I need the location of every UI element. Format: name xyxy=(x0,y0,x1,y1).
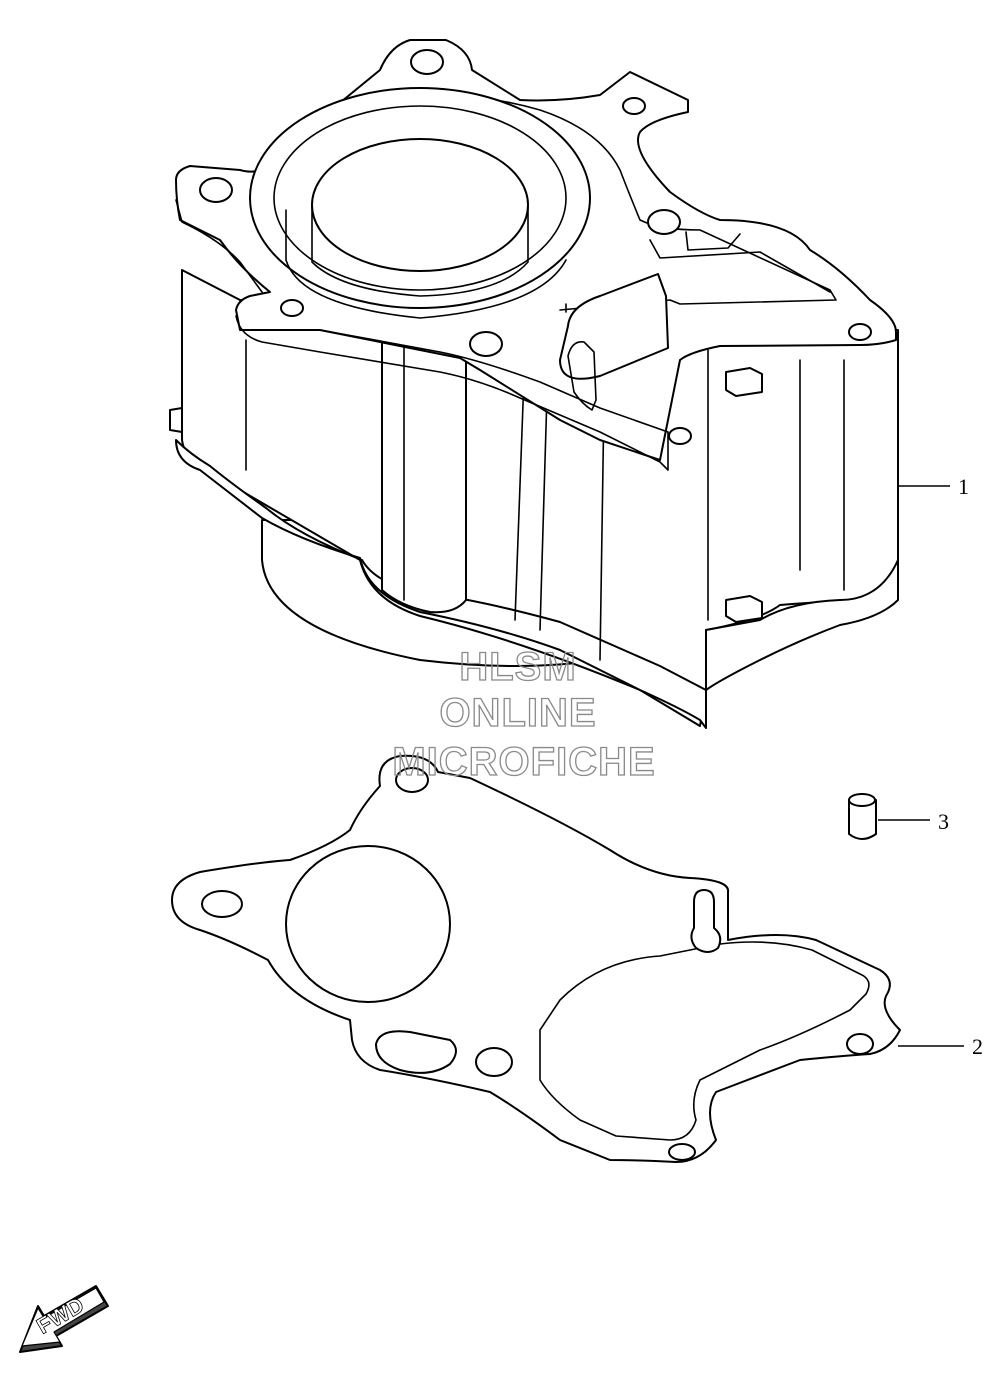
cylinder-bore-inner xyxy=(311,138,529,272)
cylinder-tab-upper xyxy=(725,367,763,397)
cylinder-bolt-hole-2 xyxy=(622,97,646,115)
watermark-line-1: HLSM xyxy=(459,645,576,689)
callout-3: 3 xyxy=(878,809,949,834)
callout-2: 2 xyxy=(898,1034,983,1059)
cylinder-rib-right xyxy=(599,399,605,661)
cylinder-bore-liner-lower xyxy=(285,209,567,319)
cylinder-water-jacket xyxy=(565,239,831,313)
cylinder-part xyxy=(169,39,899,729)
callout-1: 1 xyxy=(898,474,969,499)
gasket-hole-4 xyxy=(668,1143,696,1161)
dowel-pin-top xyxy=(848,793,876,807)
gasket-passage xyxy=(375,1030,457,1074)
callout-label-2: 2 xyxy=(972,1034,983,1059)
watermark-line-2: ONLINE xyxy=(439,691,596,735)
gasket-slot xyxy=(690,889,722,953)
cylinder-bolt-hole-6 xyxy=(469,331,503,357)
gasket-bead xyxy=(539,941,870,1141)
cylinder-bore-mid xyxy=(273,105,567,291)
cylinder-bolt-hole-8 xyxy=(668,427,692,445)
fwd-direction-arrow: FWD xyxy=(19,1285,109,1353)
gasket-hole-2 xyxy=(201,890,243,918)
cylinder-bolt-hole-5 xyxy=(280,299,304,317)
watermark-line-3: MICROFICHE xyxy=(392,740,655,784)
cylinder-bolt-hole-3 xyxy=(199,177,233,203)
fwd-arrow-face xyxy=(21,1287,105,1347)
gasket-outline xyxy=(171,754,901,1163)
watermark: HLSM ONLINE MICROFICHE xyxy=(392,644,656,784)
callout-label-1: 1 xyxy=(958,474,969,499)
cylinder-bolt-hole-4 xyxy=(647,209,681,235)
dowel-pin-body xyxy=(848,799,877,840)
cylinder-right-foot xyxy=(705,559,899,691)
gasket-part xyxy=(171,754,901,1163)
cylinder-chain-guide xyxy=(567,340,597,411)
gasket-hole-3 xyxy=(846,1033,874,1055)
cylinder-base-flange xyxy=(175,439,707,729)
cylinder-tab-left xyxy=(169,407,183,433)
cylinder-tab-lower xyxy=(725,595,763,623)
cylinder-bolt-hole-7 xyxy=(848,323,872,341)
callout-label-3: 3 xyxy=(938,809,949,834)
gasket-hole-5 xyxy=(475,1047,513,1077)
cylinder-chain-opening xyxy=(559,273,669,380)
cylinder-bolt-hole-1 xyxy=(410,49,444,75)
gasket-bore xyxy=(285,845,451,1003)
cylinder-flange-edge xyxy=(175,199,669,471)
cylinder-bore-liner xyxy=(311,204,529,297)
dowel-pin-part xyxy=(848,793,877,840)
cylinder-chain-groove xyxy=(685,231,741,251)
gasket-hole-1 xyxy=(395,767,429,793)
